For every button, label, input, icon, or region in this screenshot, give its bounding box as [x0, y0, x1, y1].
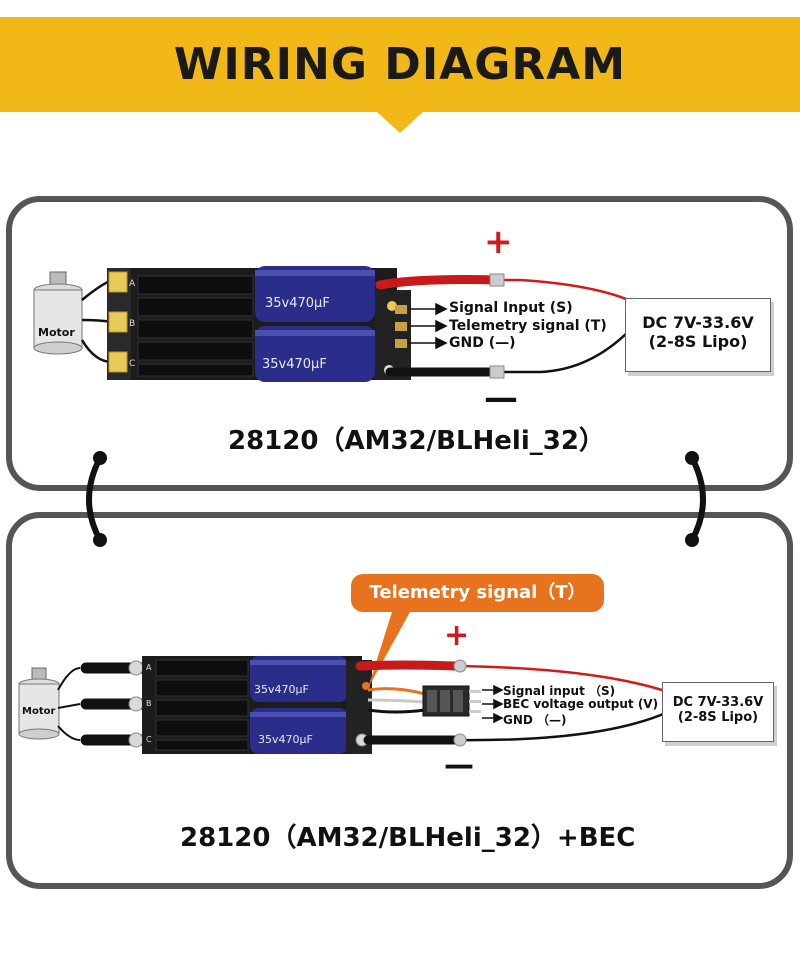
svg-text:C: C [146, 735, 152, 744]
svg-text:A: A [146, 663, 152, 672]
battery-type: (2-8S Lipo) [677, 710, 759, 725]
header-banner [0, 17, 800, 112]
chain-dot [685, 451, 699, 465]
header-notch [376, 111, 424, 133]
bec-connector [422, 685, 481, 717]
battery-box: DC 7V-33.6V (2-8S Lipo) [662, 682, 774, 742]
wire-tip [489, 273, 505, 287]
signal-label: GND （—) [503, 713, 567, 727]
motor-icon-top [33, 271, 83, 355]
capacitor-marking: 35v470μF [265, 296, 330, 311]
power-wire-positive-bottom [355, 660, 664, 692]
power-wire-negative-top [385, 328, 632, 377]
bec-lead-wires [367, 687, 426, 714]
esc-board-top: A B C [107, 266, 411, 382]
battery-box: DC 7V-33.6V (2-8S Lipo) [625, 298, 771, 372]
callout-pointer [368, 612, 410, 688]
signal-label: Signal input （S) [503, 684, 616, 698]
capacitor-marking: 35v470μF [262, 357, 327, 372]
motor-wires-bottom [57, 667, 81, 741]
svg-text:C: C [129, 359, 135, 369]
signal-label: GND (—) [449, 335, 516, 351]
negative-terminal-label: — [444, 748, 474, 783]
chain-dot [93, 533, 107, 547]
capacitor-marking: 35v470μF [254, 683, 309, 696]
negative-terminal-label: — [484, 378, 518, 418]
capacitor-marking: 35v470μF [258, 733, 313, 746]
wire-tip [489, 365, 505, 379]
signal-arrows-bottom [482, 684, 504, 724]
chain-link-right [689, 455, 706, 543]
battery-type: (2-8S Lipo) [648, 332, 748, 351]
page-title: WIRING DIAGRAM [173, 39, 627, 90]
telemetry-callout: Telemetry signal（T） [351, 574, 604, 612]
positive-terminal-label: + [484, 222, 513, 262]
power-wire-negative-bottom [363, 710, 670, 745]
caption-esc: 28120（AM32/BLHeli_32） [228, 426, 605, 456]
svg-text:B: B [129, 319, 135, 329]
esc-board-bottom: A B C [142, 656, 372, 754]
motor-label: Motor [38, 326, 75, 339]
chain-dot [93, 451, 107, 465]
battery-voltage: DC 7V-33.6V [642, 313, 754, 332]
svg-text:B: B [146, 699, 152, 708]
motor-label: Motor [22, 706, 56, 717]
signal-label: BEC voltage output (V) [503, 697, 659, 711]
svg-text:A: A [129, 279, 136, 289]
battery-voltage: DC 7V-33.6V [672, 695, 764, 710]
chain-link-left [86, 455, 103, 543]
caption-esc-bec: 28120（AM32/BLHeli_32）+BEC [180, 823, 636, 853]
signal-label: Telemetry signal (T) [449, 318, 607, 334]
signal-label: Signal Input (S) [449, 300, 573, 316]
positive-terminal-label: + [444, 618, 470, 653]
chain-dot [685, 533, 699, 547]
motor-icon-bottom [18, 667, 60, 740]
signal-arrows-top [408, 302, 448, 350]
